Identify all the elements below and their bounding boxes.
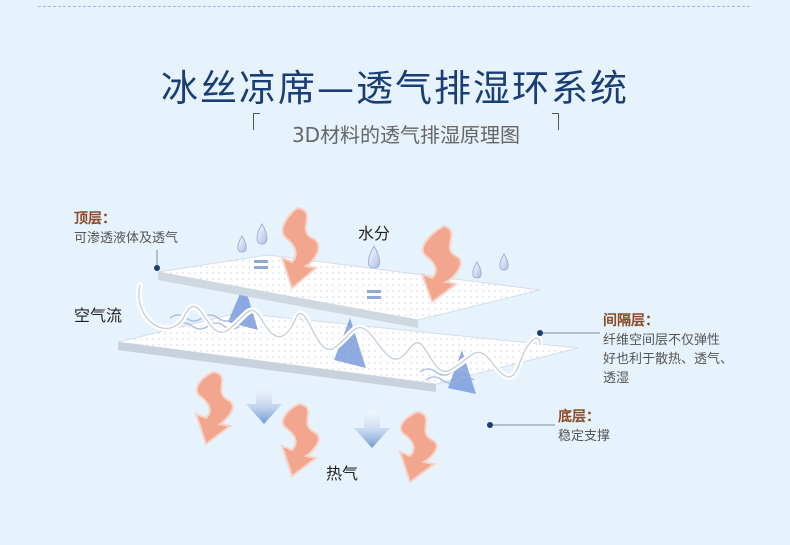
label-leader-dots xyxy=(154,265,543,428)
airflow-triangles xyxy=(228,284,476,394)
subtitle-frame: 3D材料的透气排湿原理图 xyxy=(253,113,559,147)
airflow-label: 空气流 xyxy=(74,306,123,325)
top-layer-heading: 顶层： xyxy=(74,211,116,227)
top-dashed-divider xyxy=(38,6,750,7)
water-drop-dashes xyxy=(254,260,381,299)
top-layer-label: 顶层： 可渗透液体及透气 xyxy=(74,210,178,248)
top-layer-desc: 可渗透液体及透气 xyxy=(74,231,179,246)
spacer-layer-desc-3: 透湿 xyxy=(603,371,630,386)
bottom-layer-heading: 底层： xyxy=(558,409,600,425)
cool-air-arrows xyxy=(246,384,390,448)
spacer-layer-desc-2: 好也利于散热、透气、 xyxy=(603,352,734,367)
subtitle-bracket-right xyxy=(552,113,559,130)
bottom-layer-label: 底层： 稳定支撑 xyxy=(558,408,610,446)
heat-arrows-bottom xyxy=(194,370,438,484)
spacer-layer-heading: 间隔层： xyxy=(603,313,659,329)
water-drop-icons xyxy=(237,223,509,279)
page-title: 冰丝凉席—透气排湿环系统 xyxy=(161,67,629,110)
moisture-arrows-top xyxy=(280,206,462,304)
heat-label: 热气 xyxy=(326,464,359,483)
subtitle: 3D材料的透气排湿原理图 xyxy=(291,123,521,147)
water-label: 水分 xyxy=(358,224,391,243)
subtitle-bracket-left xyxy=(253,113,260,130)
top-layer-edge xyxy=(158,272,418,328)
bottom-layer-desc: 稳定支撑 xyxy=(558,429,611,444)
spacer-layer-label: 间隔层： 纤维空间层不仅弹性 好也利于散热、透气、 透湿 xyxy=(603,312,733,388)
spacer-layer-desc-1: 纤维空间层不仅弹性 xyxy=(603,333,721,348)
spacer-fiber-shading xyxy=(138,284,541,378)
bottom-layer-edge xyxy=(118,342,436,392)
